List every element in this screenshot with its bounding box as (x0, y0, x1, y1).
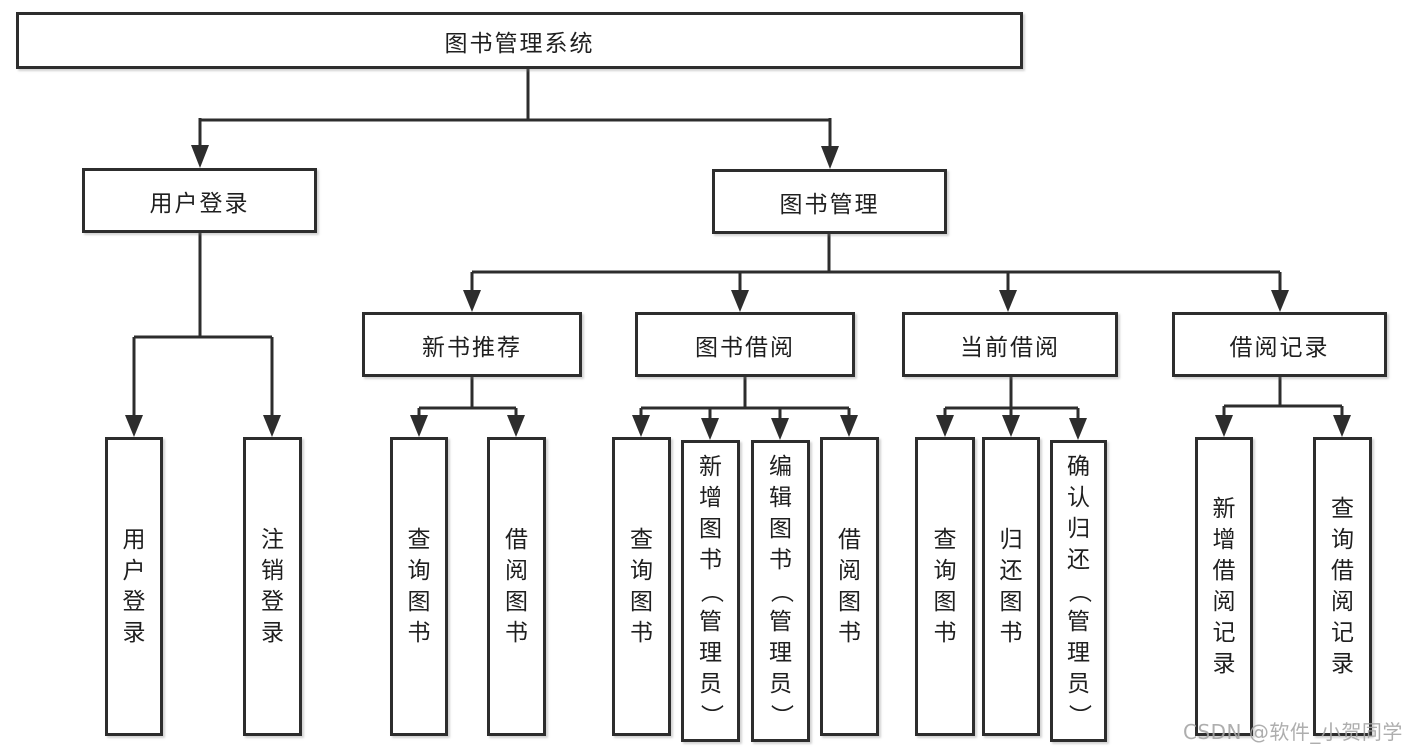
leaf-label: 查询图书 (630, 526, 653, 646)
connector-root-to-level2 (191, 69, 839, 169)
arrowhead (840, 415, 858, 437)
node-current-borrow: 当前借阅 (902, 312, 1118, 377)
node-label: 图书借阅 (695, 334, 795, 361)
arrowhead (1215, 415, 1233, 437)
node-user-login: 用户登录 (82, 168, 317, 233)
leaf-label: 新增借阅记录 (1212, 495, 1236, 677)
node-book-borrow: 图书借阅 (635, 312, 855, 377)
node-book-management: 图书管理 (712, 169, 947, 234)
leaf-return-book: 归还图书 (982, 437, 1040, 736)
leaf-label: 归还图书 (999, 526, 1023, 646)
node-label: 借阅记录 (1229, 334, 1330, 361)
leaf-label: 借阅图书 (838, 526, 861, 646)
arrowhead (936, 415, 954, 437)
leaf-borrow-book-1: 借阅图书 (487, 437, 546, 736)
node-label: 图书管理 (779, 191, 880, 218)
node-label: 图书管理系统 (444, 30, 595, 57)
arrowhead (463, 290, 481, 312)
arrowhead (1069, 418, 1087, 440)
csdn-watermark: CSDN @软件_小贺同学 (1183, 720, 1403, 744)
connector-new-book-recommend-to-leaves (410, 377, 525, 437)
leaf-edit-book-admin: 编辑图书（管理员） (751, 440, 810, 742)
leaf-query-book-2: 查询图书 (612, 437, 671, 736)
connector-book-borrow-to-leaves (632, 377, 858, 440)
leaf-label: 用户登录 (122, 526, 146, 646)
leaf-label: 编辑图书（管理员） (768, 453, 794, 727)
leaf-label: 新增图书（管理员） (698, 453, 724, 727)
node-borrow-record: 借阅记录 (1172, 312, 1387, 377)
arrowhead (507, 415, 525, 437)
arrowhead (125, 415, 143, 437)
arrowhead (410, 415, 428, 437)
leaf-confirm-return-admin: 确认归还（管理员） (1050, 440, 1107, 742)
leaf-label: 注销登录 (261, 526, 284, 646)
node-new-book-recommend: 新书推荐 (362, 312, 582, 377)
leaf-label: 确认归还（管理员） (1066, 453, 1092, 727)
leaf-add-borrow-record: 新增借阅记录 (1195, 437, 1253, 736)
arrowhead (1333, 415, 1351, 437)
leaf-label: 查询图书 (407, 526, 431, 646)
arrowhead (1271, 290, 1289, 312)
arrowhead (821, 146, 839, 169)
connector-user-login-to-leaves (125, 233, 281, 437)
leaf-label: 查询借阅记录 (1331, 495, 1354, 677)
node-label: 当前借阅 (960, 334, 1060, 361)
node-label: 用户登录 (149, 190, 250, 217)
arrowhead (1002, 415, 1020, 437)
connector-current-borrow-to-leaves (936, 377, 1087, 440)
arrowhead (701, 418, 719, 440)
leaf-query-book-1: 查询图书 (390, 437, 448, 736)
connector-book-management-to-level3 (463, 234, 1289, 312)
leaf-user-login: 用户登录 (105, 437, 163, 736)
arrowhead (731, 290, 749, 312)
leaf-query-borrow-record: 查询借阅记录 (1313, 437, 1372, 736)
arrowhead (263, 415, 281, 437)
leaf-label: 查询图书 (933, 526, 957, 646)
arrowhead (191, 145, 209, 168)
leaf-logout: 注销登录 (243, 437, 302, 736)
leaf-label: 借阅图书 (505, 526, 528, 646)
leaf-borrow-book-2: 借阅图书 (820, 437, 879, 736)
node-label: 新书推荐 (422, 334, 522, 361)
leaf-add-book-admin: 新增图书（管理员） (681, 440, 740, 742)
connector-borrow-record-to-leaves (1215, 377, 1351, 437)
arrowhead (999, 290, 1017, 312)
node-root-library-management-system: 图书管理系统 (16, 12, 1023, 69)
arrowhead (632, 415, 650, 437)
arrowhead (771, 418, 789, 440)
leaf-query-book-3: 查询图书 (915, 437, 975, 736)
